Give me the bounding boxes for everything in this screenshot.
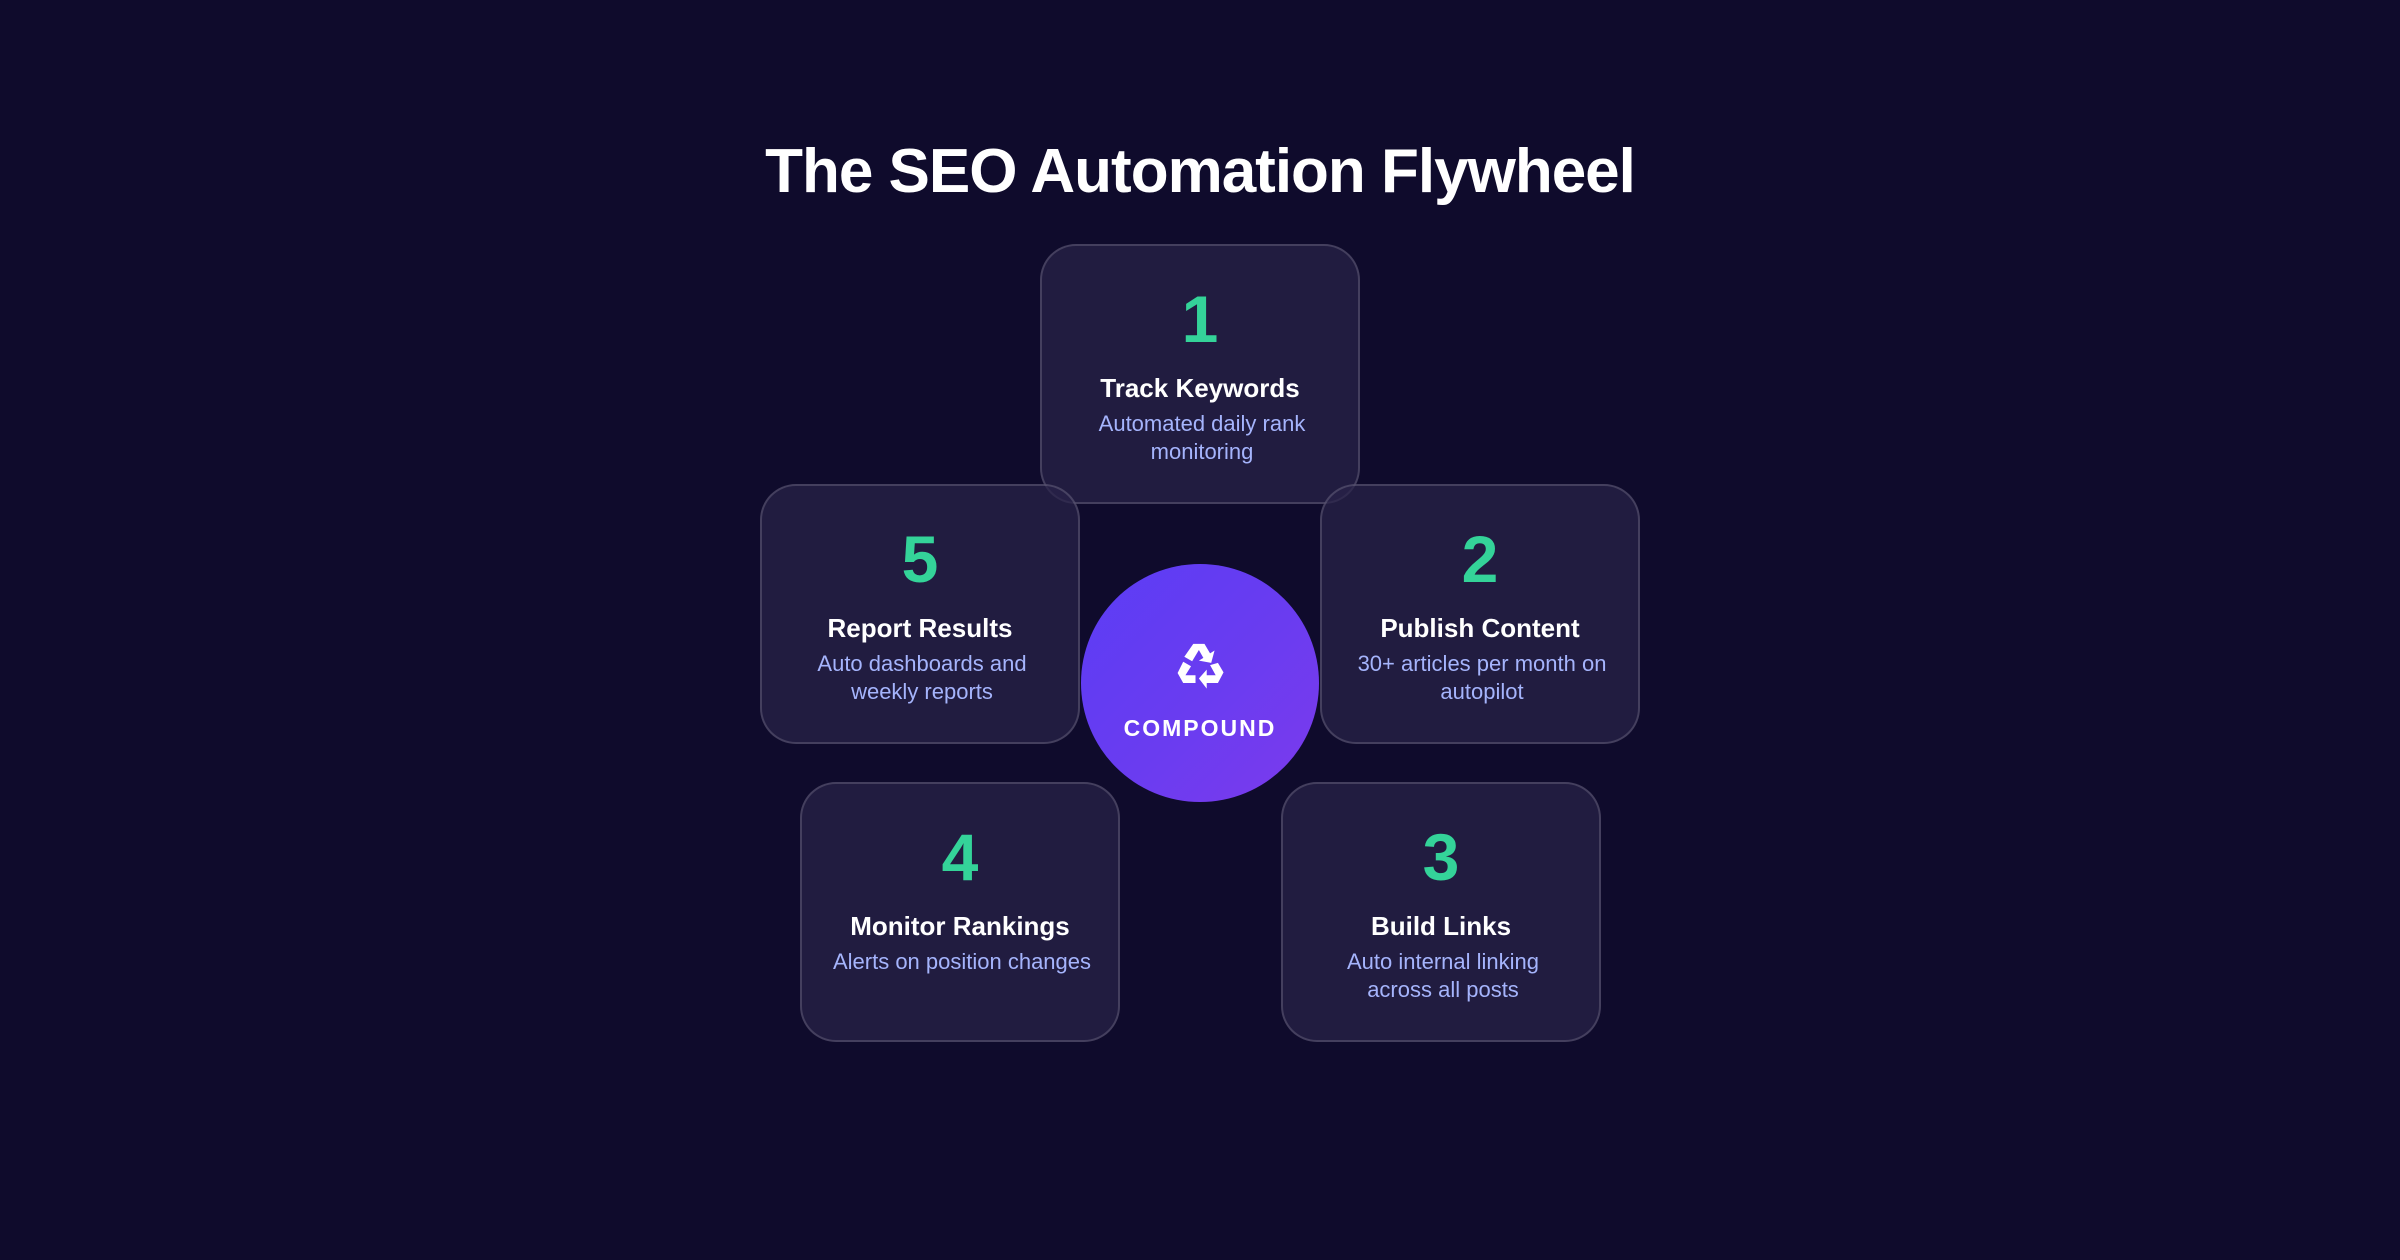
step-description: Automated daily rank monitoring <box>1098 411 1306 464</box>
step-card-monitor-rankings: 4 Monitor Rankings Alerts on position ch… <box>800 782 1120 1042</box>
step-card-publish-content: 2 Publish Content 30+ articles per month… <box>1320 484 1640 744</box>
step-card-report-results: 5 Report Results Auto dashboards and wee… <box>760 484 1080 744</box>
step-title: Report Results <box>827 613 1013 643</box>
step-number: 5 <box>901 522 939 596</box>
step-card-track-keywords: 1 Track Keywords Automated daily rank mo… <box>1040 244 1360 504</box>
step-number: 2 <box>1461 522 1499 596</box>
page-title: The SEO Automation Flywheel <box>765 136 1636 206</box>
step-description: Auto internal linking across all posts <box>1346 949 1539 1002</box>
step-number: 1 <box>1181 282 1219 356</box>
step-description: Auto dashboards and weekly reports <box>817 651 1027 704</box>
step-title: Publish Content <box>1380 613 1580 643</box>
step-number: 4 <box>941 820 979 894</box>
step-description: 30+ articles per month on autopilot <box>1357 651 1607 704</box>
step-description: Alerts on position changes <box>832 949 1092 974</box>
recycle-icon <box>1081 636 1319 692</box>
step-number: 3 <box>1422 820 1460 894</box>
step-title: Track Keywords <box>1100 373 1300 403</box>
hub-label: COMPOUND <box>1123 715 1277 741</box>
hub-circle-compound: COMPOUND <box>1081 564 1319 802</box>
step-title: Build Links <box>1370 911 1512 941</box>
step-title: Monitor Rankings <box>850 911 1070 941</box>
step-card-build-links: 3 Build Links Auto internal linking acro… <box>1281 782 1601 1042</box>
